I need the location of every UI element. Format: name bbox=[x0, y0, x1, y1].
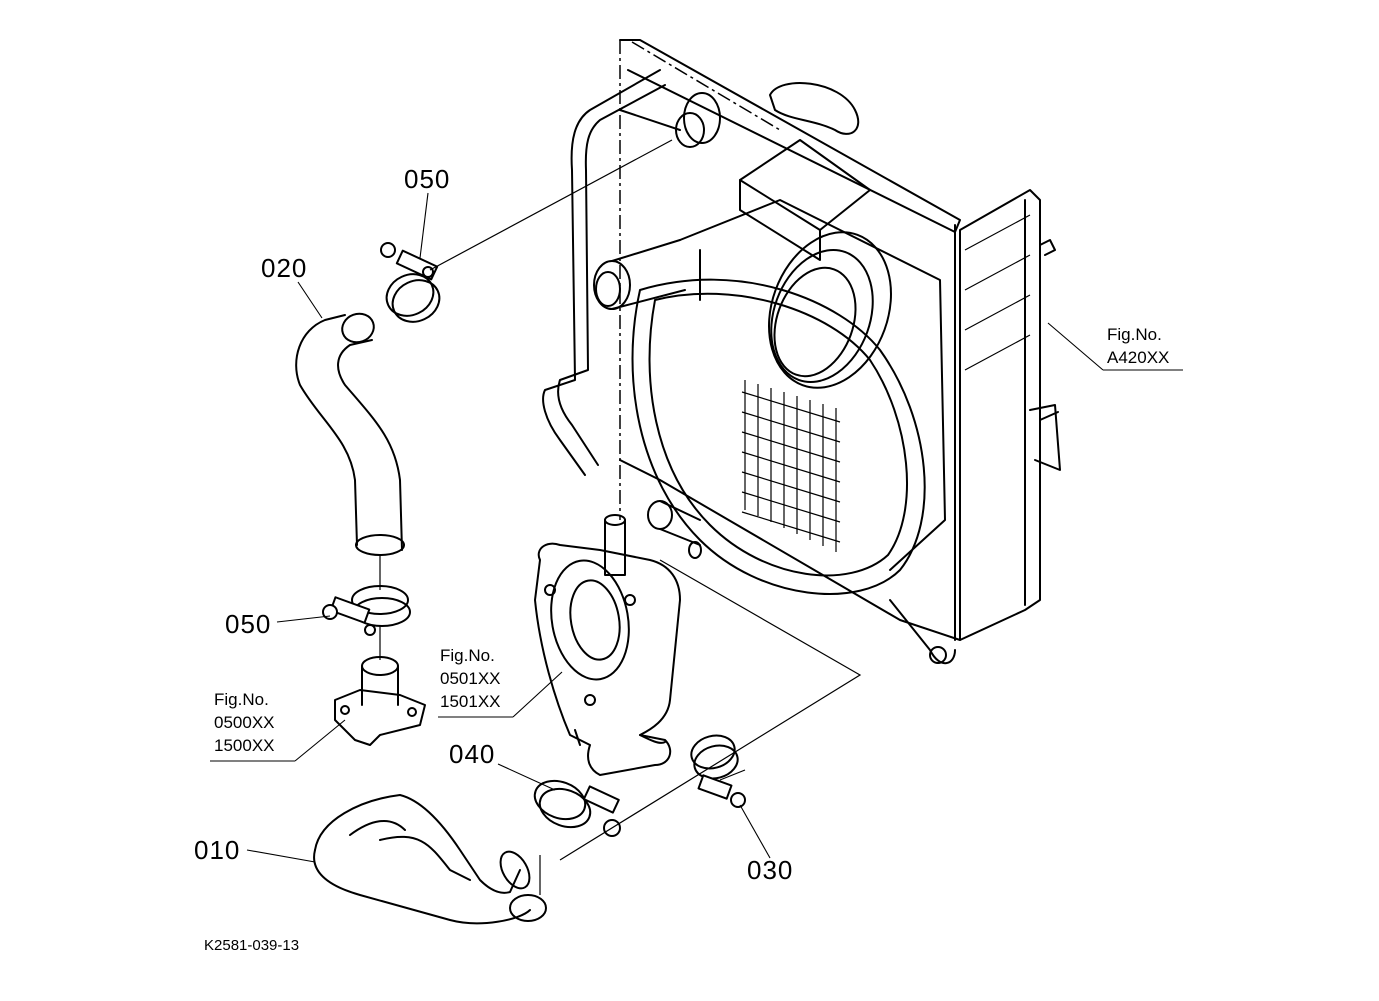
drawing-code: K2581-039-13 bbox=[204, 937, 300, 954]
fig-ref-radiator-codes: A420XX bbox=[1107, 348, 1170, 367]
fig-ref-radiator-label: Fig.No. bbox=[1107, 325, 1162, 344]
callout-030: 030 bbox=[747, 855, 794, 885]
fig-ref-water-flange-label: Fig.No. bbox=[214, 690, 269, 709]
callout-050-lower: 050 bbox=[225, 609, 272, 639]
lower-hose-010 bbox=[313, 794, 547, 925]
fig-ref-water-flange-codes: 0500XX 1500XX bbox=[214, 713, 275, 755]
clamp-050-upper bbox=[380, 242, 441, 323]
clamp-040 bbox=[533, 779, 621, 837]
water-pump bbox=[534, 514, 681, 776]
assembly-lines bbox=[379, 139, 862, 895]
clamp-030 bbox=[690, 734, 746, 808]
callout-050-upper: 050 bbox=[404, 164, 451, 194]
water-flange bbox=[334, 656, 426, 746]
clamp-050-lower bbox=[322, 585, 411, 636]
fig-ref-radiator: Fig.No. A420XX bbox=[1107, 323, 1169, 369]
leader-lines bbox=[210, 192, 1183, 863]
fig-ref-water-pump-codes: 0501XX 1501XX bbox=[440, 669, 501, 711]
callout-040: 040 bbox=[449, 739, 496, 769]
callout-010: 010 bbox=[194, 835, 241, 865]
fig-ref-water-pump: Fig.No. 0501XX 1501XX bbox=[440, 644, 501, 713]
fig-ref-water-flange: Fig.No. 0500XX 1500XX bbox=[214, 688, 275, 757]
callout-020: 020 bbox=[261, 253, 308, 283]
fig-ref-water-pump-label: Fig.No. bbox=[440, 646, 495, 665]
upper-hose-020 bbox=[295, 312, 405, 556]
radiator-assembly bbox=[542, 39, 1061, 665]
